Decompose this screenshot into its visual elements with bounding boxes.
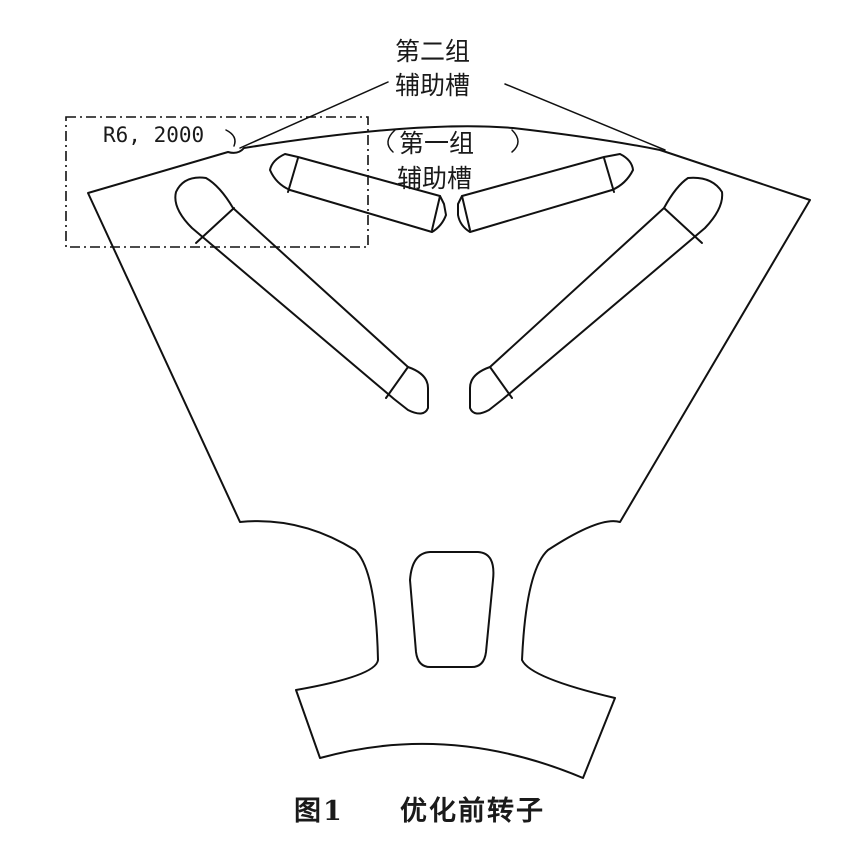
detail-box [65,116,369,248]
radius-label: R6, 2000 [103,123,204,147]
second-group-label-line1: 第二组 [395,37,470,66]
leader-first-right [511,129,519,153]
second-group-label-line2: 辅助槽 [395,71,470,100]
leader-second-left [239,81,389,149]
leader-first-left [387,129,396,153]
rotor-outline [87,125,811,779]
magnet-slot-left [174,176,429,415]
magnet-slot-top-right [457,153,634,233]
central-hole [409,551,495,669]
figure-title: 优化前转子 [400,795,545,827]
figure-number: 图1 [294,796,344,827]
leader-second-right [504,83,666,151]
first-group-label-line2: 辅助槽 [397,164,472,193]
first-group-label-line1: 第一组 [399,129,474,158]
magnet-slot-top-left [269,153,447,233]
magnet-slot-right [469,176,724,415]
leader-radius [225,129,236,147]
